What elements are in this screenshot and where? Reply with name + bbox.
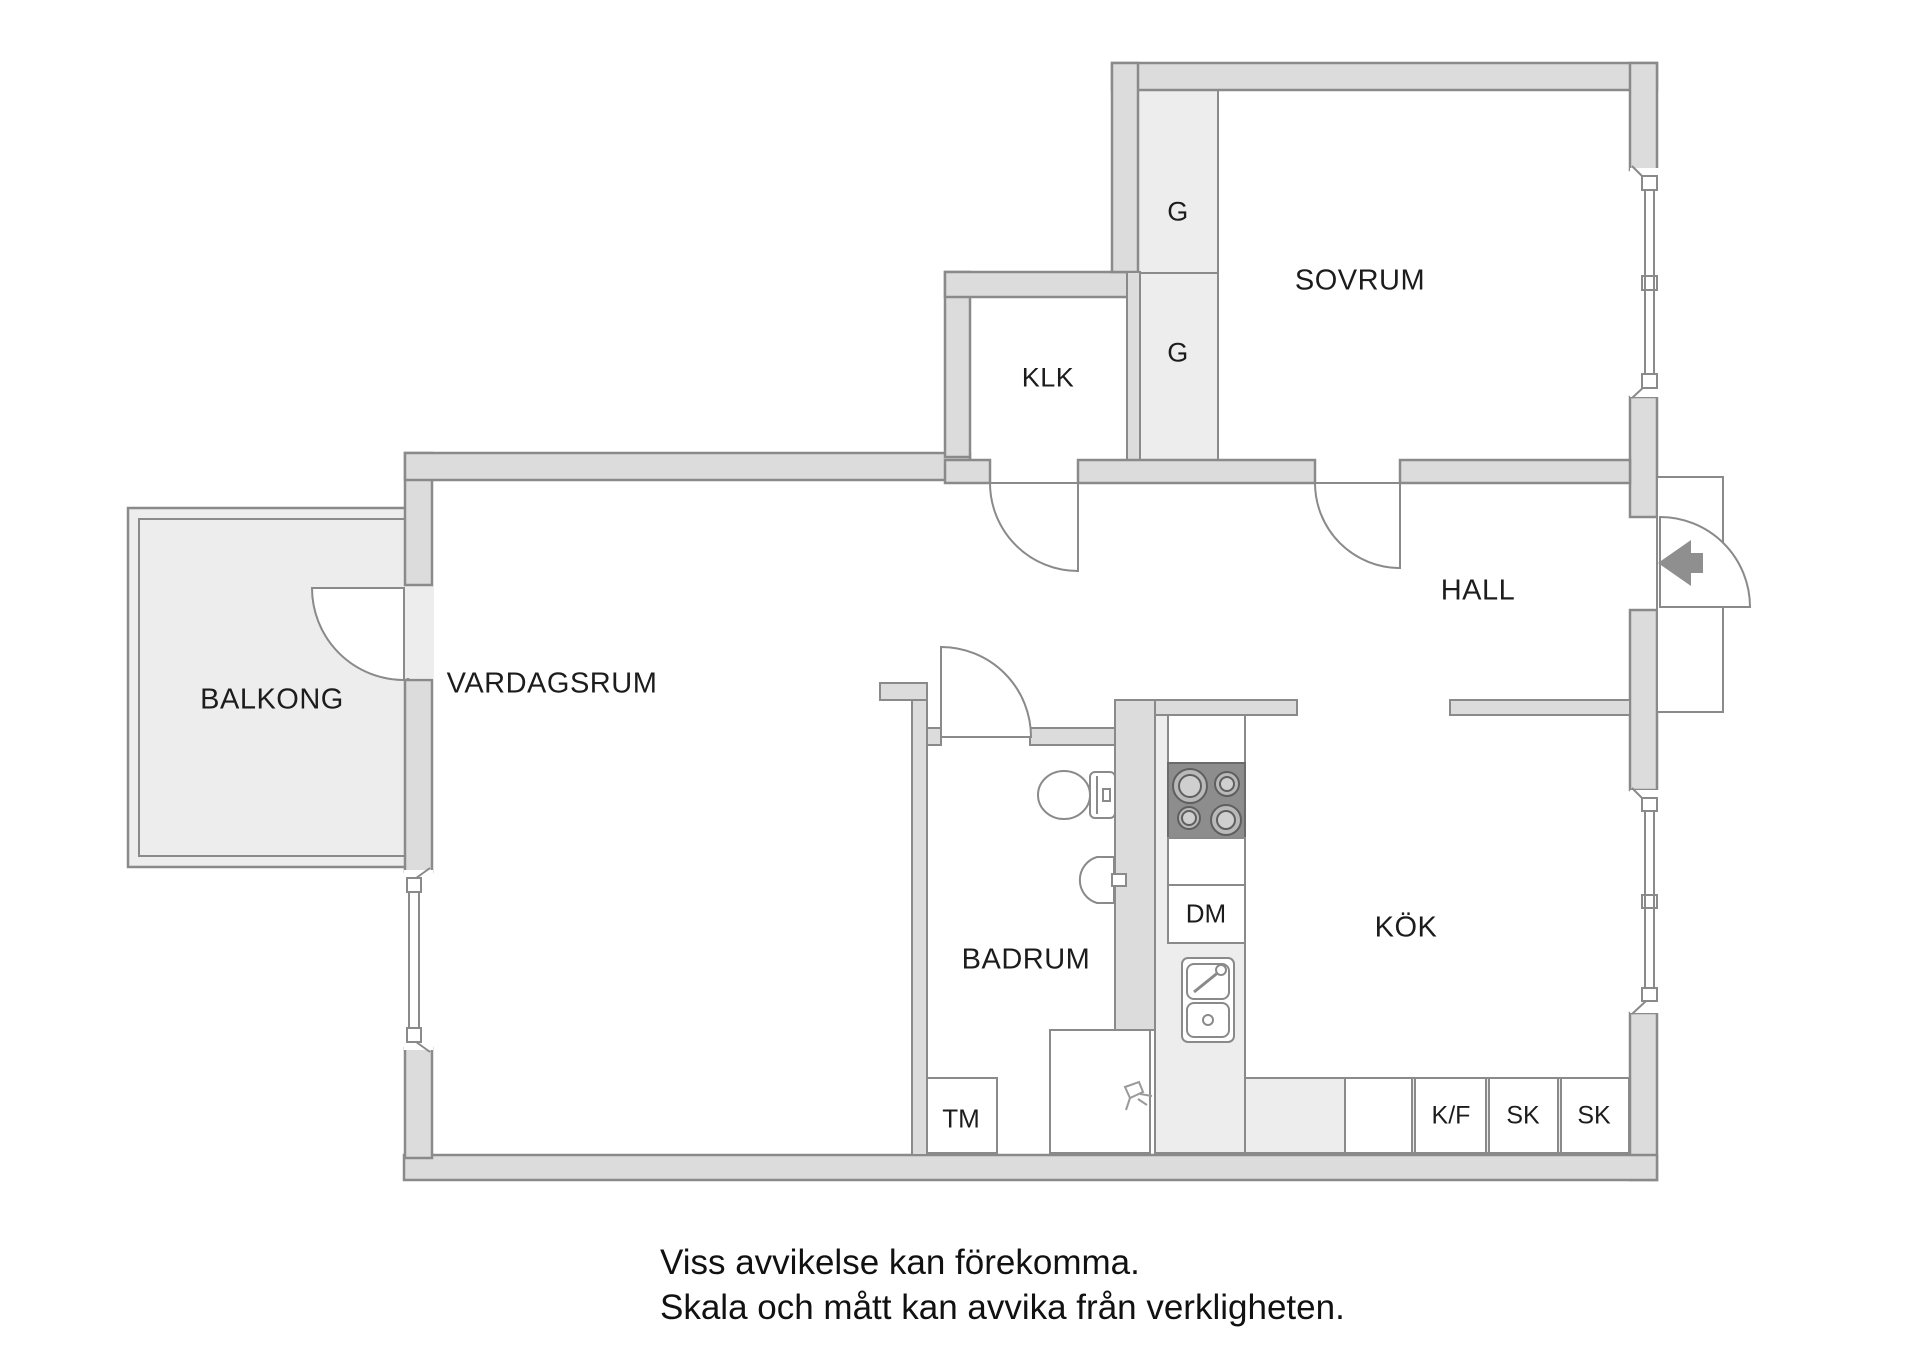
counter-box <box>1167 837 1246 886</box>
bathroom-fixtures <box>926 770 1153 1154</box>
wall-top <box>1110 61 1659 92</box>
wall-bottom <box>402 1153 1659 1182</box>
wall-kitchen-top-a <box>1154 699 1298 716</box>
wall-right-3 <box>1628 608 1659 792</box>
wardrobe-label-g2: G <box>1167 337 1189 368</box>
unit-label-tm: TM <box>942 1103 980 1134</box>
unit-label-kf: K/F <box>1431 1101 1471 1130</box>
doors <box>310 482 1401 738</box>
unit-label-dm: DM <box>1185 898 1227 929</box>
cabinet-box <box>1488 1077 1559 1154</box>
wall-bathroom-left <box>911 682 928 1156</box>
room-label-sovrum: SOVRUM <box>1294 264 1426 297</box>
bedroom-door-arc <box>1313 482 1401 570</box>
wall-kitchen-top-b <box>1449 699 1631 716</box>
wardrobe-strip <box>1137 89 1219 463</box>
toilet-icon <box>1037 770 1116 820</box>
unit-label-sk1: SK <box>1506 1101 1540 1130</box>
room-label-vardagsrum: VARDAGSRUM <box>446 667 658 700</box>
unit-label-sk2: SK <box>1577 1101 1611 1130</box>
wall-bathroom-right <box>1114 699 1156 1031</box>
shower-icon <box>1123 1080 1153 1111</box>
entrance <box>1656 476 1752 713</box>
wall-livingroom-top <box>403 451 972 482</box>
entrance-arrow-icon <box>1658 540 1703 586</box>
washbasin-icon <box>1078 856 1127 904</box>
cabinet-box <box>1344 1077 1413 1154</box>
disclaimer-line-1: Viss avvikelse kan förekomma. <box>660 1243 1140 1282</box>
fridge-freezer-box <box>1414 1077 1487 1154</box>
bathroom-door-arc <box>940 645 1033 738</box>
wall-hall-top-a <box>943 458 992 485</box>
stove <box>1167 762 1246 839</box>
wall-step <box>1110 61 1140 274</box>
wardrobe-label-g1: G <box>1167 196 1189 227</box>
shower-box <box>1049 1029 1153 1154</box>
washing-machine-box <box>926 1077 998 1154</box>
disclaimer-line-2: Skala och mått kan avvika från verklighe… <box>660 1288 1345 1327</box>
bedroom-window <box>1630 165 1659 399</box>
wall-klk-top <box>943 270 1140 299</box>
dishwasher-box <box>1167 884 1246 944</box>
kitchen-counter <box>1154 714 1630 1154</box>
livingroom-window <box>404 867 433 1053</box>
room-label-badrum: BADRUM <box>961 943 1091 976</box>
room-label-hall: HALL <box>1440 574 1516 607</box>
room-label-balkong: BALKONG <box>200 683 344 716</box>
wall-right-2 <box>1628 395 1659 519</box>
counter-box <box>1167 714 1246 764</box>
kitchen-sink <box>1181 957 1235 1043</box>
wall-left-2 <box>403 678 434 874</box>
walls <box>402 61 1659 1182</box>
room-label-klk: KLK <box>1021 362 1075 393</box>
wall-right-1 <box>1628 61 1659 172</box>
balcony <box>126 506 410 869</box>
wall-left-3 <box>403 1046 434 1160</box>
entrance-door-arc <box>1659 515 1752 608</box>
wall-klk-right <box>1126 271 1141 463</box>
balcony-threshold <box>400 586 434 678</box>
room-label-kok: KÖK <box>1374 911 1438 944</box>
wall-bathroom-top-b <box>1029 727 1116 746</box>
wall-hall-top-c <box>1398 458 1632 485</box>
balcony-door-arc <box>310 587 405 682</box>
cabinet-box <box>1560 1077 1630 1154</box>
klk-door-arc <box>988 482 1079 573</box>
wall-hall-top-b <box>1076 458 1317 485</box>
wall-bathroom-top-a <box>926 727 942 746</box>
wall-bathroom-stub <box>879 682 928 701</box>
kitchen-window <box>1630 787 1659 1015</box>
disclaimer-text: Viss avvikelse kan förekomma. Skala och … <box>660 1240 1345 1330</box>
wall-klk-left <box>943 270 972 459</box>
